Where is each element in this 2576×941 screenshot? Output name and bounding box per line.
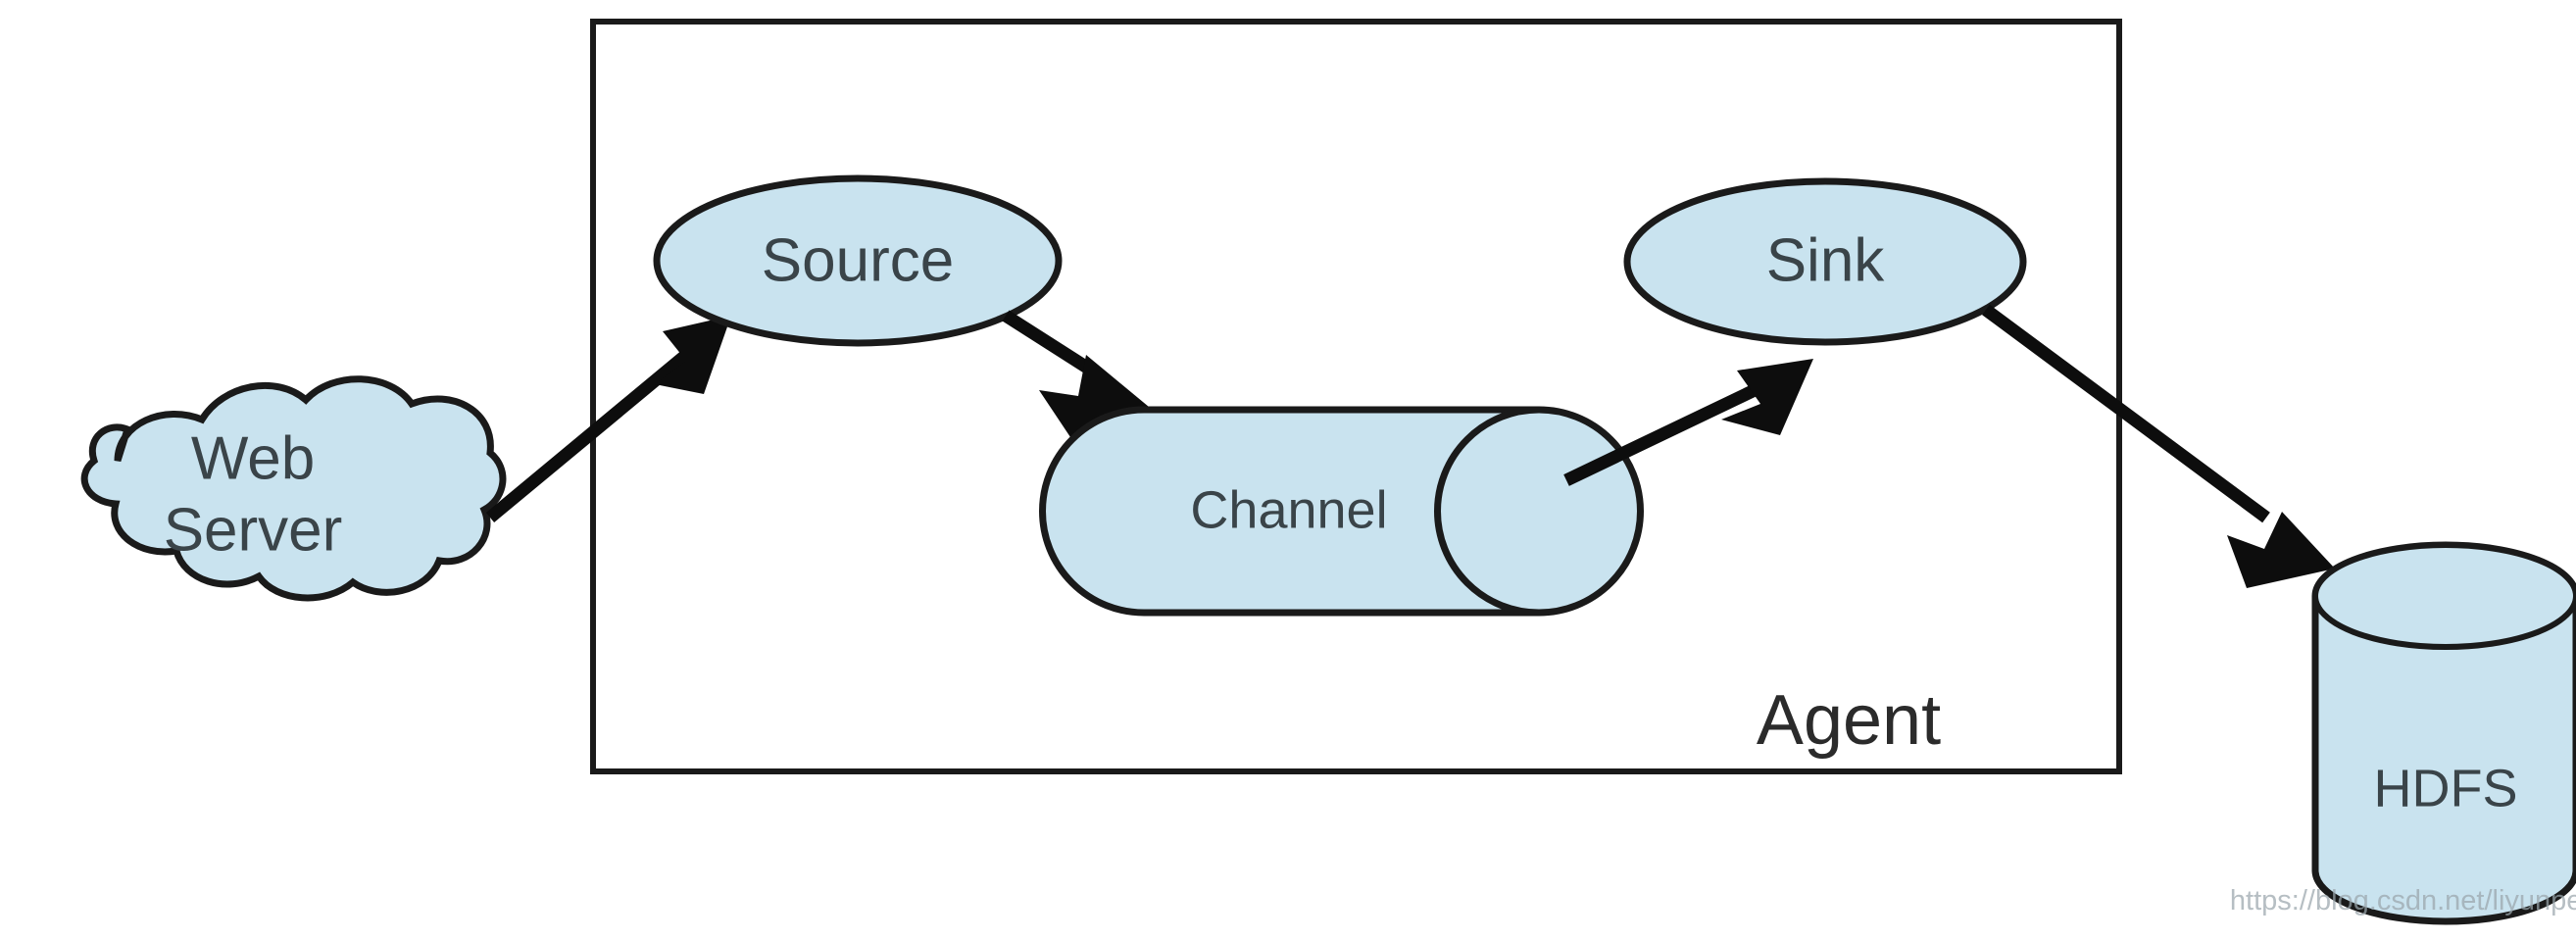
hdfs-cylinder-top-cap [2312, 542, 2576, 650]
edge-webserver-source-arrowhead [655, 316, 731, 394]
edge-channel-sink-arrowhead [1721, 359, 1813, 435]
node-hdfs[interactable]: HDFS [2311, 541, 2576, 925]
source-watermark: https://blog.csdn.net/liyunpeng229 [2230, 885, 2576, 916]
web-server-cloud-shape [80, 375, 507, 602]
edge-channel-sink-line [1563, 384, 1758, 486]
node-sink[interactable]: Sink [1623, 177, 2027, 346]
hdfs-label: HDFS [2374, 759, 2518, 817]
agent-label: Agent [1757, 681, 1941, 760]
node-channel[interactable]: Channel [1039, 406, 1644, 617]
edge-webserver-source [485, 316, 731, 523]
edge-source-channel-line [1002, 310, 1102, 380]
edge-sink-hdfs-arrowhead [2227, 512, 2335, 588]
source-ellipse-shape [653, 174, 1063, 347]
edge-channel-sink [1563, 359, 1813, 486]
agent-container-box [590, 19, 2122, 774]
sink-ellipse-shape [1623, 177, 2027, 346]
channel-cylinder-cap [1434, 406, 1540, 617]
sink-label: Sink [1766, 226, 1886, 294]
node-source[interactable]: Source [653, 174, 1063, 347]
edge-sink-hdfs [1982, 304, 2335, 588]
edge-sink-hdfs-line [1982, 304, 2270, 523]
web-server-label-line1: Web [191, 424, 315, 492]
edge-webserver-source-line [485, 349, 691, 523]
node-web-server[interactable]: Web Server [80, 375, 507, 602]
channel-label: Channel [1190, 480, 1387, 539]
web-server-label-line2: Server [164, 496, 343, 564]
source-label: Source [762, 226, 954, 294]
